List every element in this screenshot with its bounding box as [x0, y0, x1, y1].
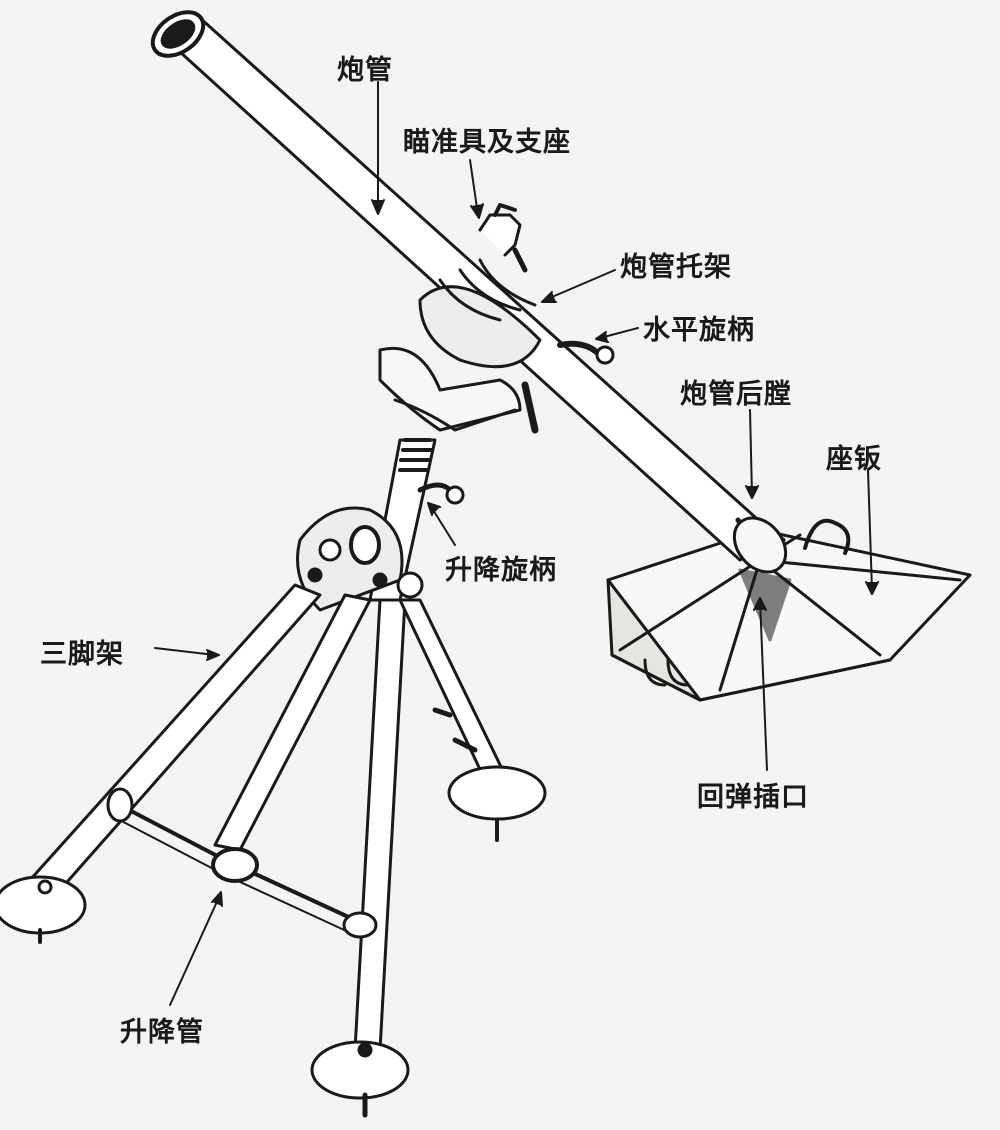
recoil-socket-label: 回弹插口: [697, 782, 809, 813]
bipod-legs-shape: [0, 583, 547, 1118]
elevation-tube-leader: [169, 894, 221, 1006]
elevation-handle-label: 升降旋柄: [445, 555, 557, 586]
breech-leader: [749, 409, 753, 496]
elevation-tube-label: 升降管: [120, 1017, 204, 1048]
bracket-leader: [544, 269, 616, 301]
leader-lines: [154, 81, 879, 1006]
baseplate-leader: [867, 469, 873, 591]
barrel-bracket-label: 炮管托架: [620, 252, 732, 283]
baseplate-label: 座钣: [826, 444, 882, 475]
baseplate-shape: [606, 518, 972, 702]
elevation-column-shape: [296, 438, 465, 612]
bipod-leader: [154, 647, 216, 656]
sight-mount-label: 瞄准具及支座: [403, 127, 571, 158]
yoke-shape: [378, 346, 522, 432]
barrel-bracket-shape: [418, 203, 615, 434]
traverse-handle-label: 水平旋柄: [643, 315, 755, 346]
breech-label: 炮管后膛: [680, 379, 792, 410]
recoil-socket-leader: [759, 599, 768, 771]
bipod-label: 三脚架: [40, 639, 124, 670]
barrel-label: 炮管: [337, 55, 393, 86]
